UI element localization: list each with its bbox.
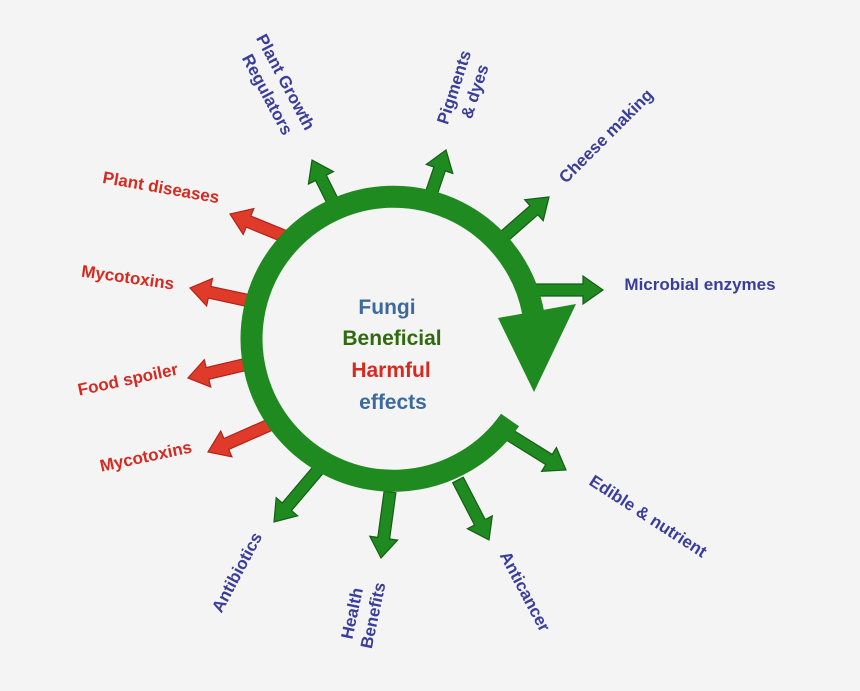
arrow-enzymes [535,274,605,306]
label-cheese-making: Cheese making [555,85,657,187]
label-edible-nutrient: Edible & nutrient [586,471,711,561]
arrow-anticancer [451,476,494,541]
arrow-antibiotics [273,465,324,523]
label-microbial-enzymes: Microbial enzymes [624,275,775,294]
label-food-spoiler: Food spoiler [76,360,180,400]
arrow-mycotoxins-bottom [207,416,278,458]
label-mycotoxins-bottom: Mycotoxins [98,438,193,476]
label-pigments-dyes: Pigments & dyes [433,43,496,133]
arrow-edible [503,428,567,472]
label-plant-growth-regulators: Plant Growth Regulators [233,31,321,148]
label-mycotoxins-top: Mycotoxins [80,262,175,294]
center-line-fungi: Fungi [358,296,415,319]
label-antibiotics: Antibiotics [208,529,266,615]
center-line-beneficial: Beneficial [342,327,441,350]
beneficial-labels: Plant Growth Regulators Pigments & dyes … [208,31,775,650]
cycle-ring [240,185,544,492]
harmful-labels: Plant diseases Mycotoxins Food spoiler M… [76,168,221,476]
center-title: Fungi Beneficial Harmful effects [342,296,441,414]
center-line-harmful: Harmful [351,359,430,382]
label-anticancer: Anticancer [496,548,554,635]
cycle-ring-arrowhead [498,304,576,392]
label-health-benefits: Health Benefits [336,576,389,650]
center-line-effects: effects [359,391,427,414]
arrow-health [368,490,399,560]
label-plant-diseases: Plant diseases [101,168,221,207]
